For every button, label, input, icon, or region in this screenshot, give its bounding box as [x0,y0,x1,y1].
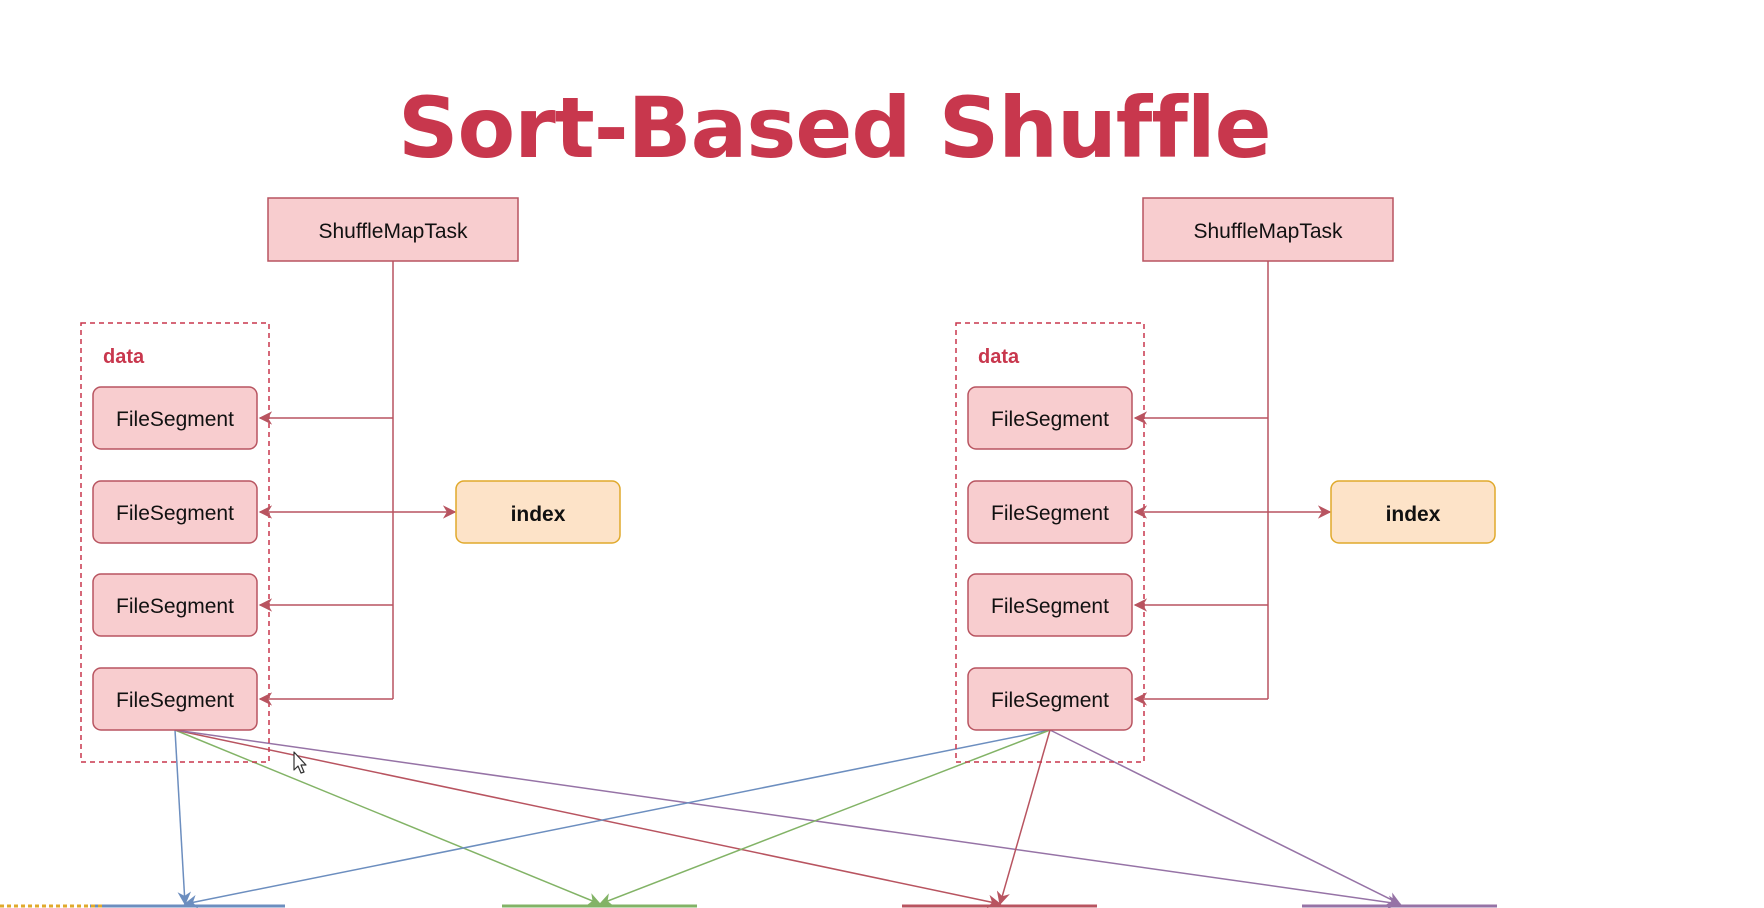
file-segment-box[interactable] [92,667,258,731]
shuffle-map-task-box[interactable] [267,197,519,262]
data-container [955,322,1145,763]
shuffle-edge-blue [174,729,192,906]
file-segment-label: FileSegment [991,689,1109,712]
shuffle-edges [174,729,1402,908]
file-segment-box[interactable] [967,667,1133,731]
file-segment-label: FileSegment [116,502,234,525]
shuffle-edge-purple [1049,729,1402,905]
data-label: data [978,346,1020,368]
index-box[interactable] [1330,480,1496,544]
shuffle-map-task-label: ShuffleMapTask [1193,220,1343,243]
shuffle-edge-red [996,729,1051,906]
shuffle-edge-blue [183,729,1051,908]
file-segment-label: FileSegment [116,689,234,712]
index-box[interactable] [455,480,621,544]
index-label: index [511,503,566,526]
page-title: Sort-Based Shuffle [398,79,1272,177]
map-task-group-right: data ShuffleMapTask FileSegment FileSegm… [955,197,1496,763]
file-segment-box[interactable] [92,573,258,637]
file-segment-box[interactable] [967,480,1133,544]
file-segment-box[interactable] [967,573,1133,637]
file-segment-label: FileSegment [991,408,1109,431]
file-segment-box[interactable] [92,386,258,450]
mouse-cursor-icon [293,751,307,774]
shuffle-edge-red [174,729,1002,908]
file-segment-label: FileSegment [991,595,1109,618]
shuffle-edge-green [598,729,1051,906]
file-segment-label: FileSegment [991,502,1109,525]
shuffle-map-task-label: ShuffleMapTask [318,220,468,243]
index-label: index [1386,503,1441,526]
file-segment-box[interactable] [92,480,258,544]
map-task-group-left: data ShuffleMapTask FileSegment FileSegm… [80,197,621,763]
file-segment-label: FileSegment [116,408,234,431]
file-segment-label: FileSegment [116,595,234,618]
shuffle-edge-purple [174,729,1402,908]
shuffle-edge-green [174,729,602,906]
data-label: data [103,346,145,368]
data-container [80,322,270,763]
file-segment-box[interactable] [967,386,1133,450]
